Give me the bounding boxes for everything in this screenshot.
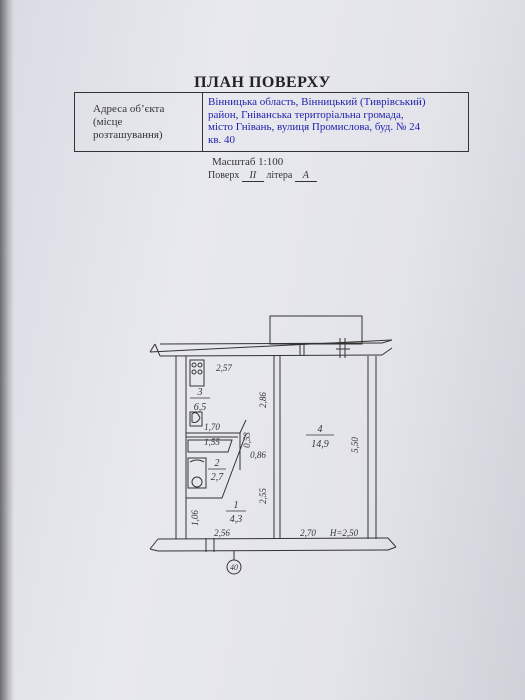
apartment-number: 40 bbox=[230, 563, 238, 572]
right-wall bbox=[367, 356, 377, 539]
stove bbox=[189, 359, 205, 387]
dim-2-56: 2,56 bbox=[214, 528, 230, 538]
room-4-number: 4 bbox=[318, 424, 323, 435]
letter-value: А bbox=[294, 170, 317, 182]
apartment-marker: 40 bbox=[226, 559, 242, 575]
address-value: Вінницька область, Вінницький (Тиврівськ… bbox=[208, 96, 426, 146]
top-wall bbox=[149, 338, 393, 358]
scale-label: Масштаб 1:100 bbox=[212, 156, 284, 168]
dim-1-06: 1,06 bbox=[190, 510, 200, 526]
letter-prefix: літера bbox=[266, 170, 293, 181]
balcony bbox=[269, 315, 363, 345]
dim-0-53: 0,53 bbox=[242, 432, 252, 448]
dim-1-55: 1,55 bbox=[204, 437, 220, 447]
dim-2-86: 2,86 bbox=[258, 392, 268, 408]
room-1-number: 1 bbox=[234, 500, 239, 511]
left-wall bbox=[175, 356, 187, 539]
address-label: Адреса об’єкта (місце розташування) bbox=[75, 93, 203, 151]
floor-value: II bbox=[241, 170, 264, 182]
address-table: Адреса об’єкта (місце розташування) Вінн… bbox=[74, 92, 469, 152]
bathtub bbox=[187, 439, 233, 489]
bathroom-walls bbox=[186, 419, 247, 499]
room-4-area: 14,9 bbox=[311, 439, 329, 450]
room-1-area: 4,3 bbox=[230, 514, 243, 525]
page-edge-shadow bbox=[0, 0, 14, 700]
room-3: 3 6,5 bbox=[190, 387, 210, 413]
room-3-area: 6,5 bbox=[194, 402, 207, 413]
room-1: 1 4,3 bbox=[226, 500, 246, 525]
room-2-number: 2 bbox=[215, 458, 220, 469]
partition-wall bbox=[273, 356, 281, 539]
room-3-number: 3 bbox=[197, 387, 203, 398]
dim-0-86: 0,86 bbox=[250, 450, 266, 460]
ceiling-height: Н=2,50 bbox=[329, 528, 359, 538]
dim-2-55: 2,55 bbox=[258, 488, 268, 504]
room-2-area: 2,7 bbox=[211, 472, 225, 483]
dim-5-50: 5,50 bbox=[350, 437, 360, 453]
dim-2-57: 2,57 bbox=[216, 363, 232, 373]
bottom-wall bbox=[149, 537, 397, 560]
floor-prefix: Поверх bbox=[208, 170, 240, 181]
dim-1-70: 1,70 bbox=[204, 422, 220, 432]
room-4: 4 14,9 bbox=[306, 424, 334, 450]
dim-2-70: 2,70 bbox=[300, 528, 316, 538]
floor-info: Поверх II літера А bbox=[208, 170, 317, 182]
document-title: ПЛАН ПОВЕРХУ bbox=[194, 74, 331, 91]
kitchen-sink bbox=[189, 411, 203, 427]
room-2: 2 2,7 bbox=[208, 458, 226, 483]
